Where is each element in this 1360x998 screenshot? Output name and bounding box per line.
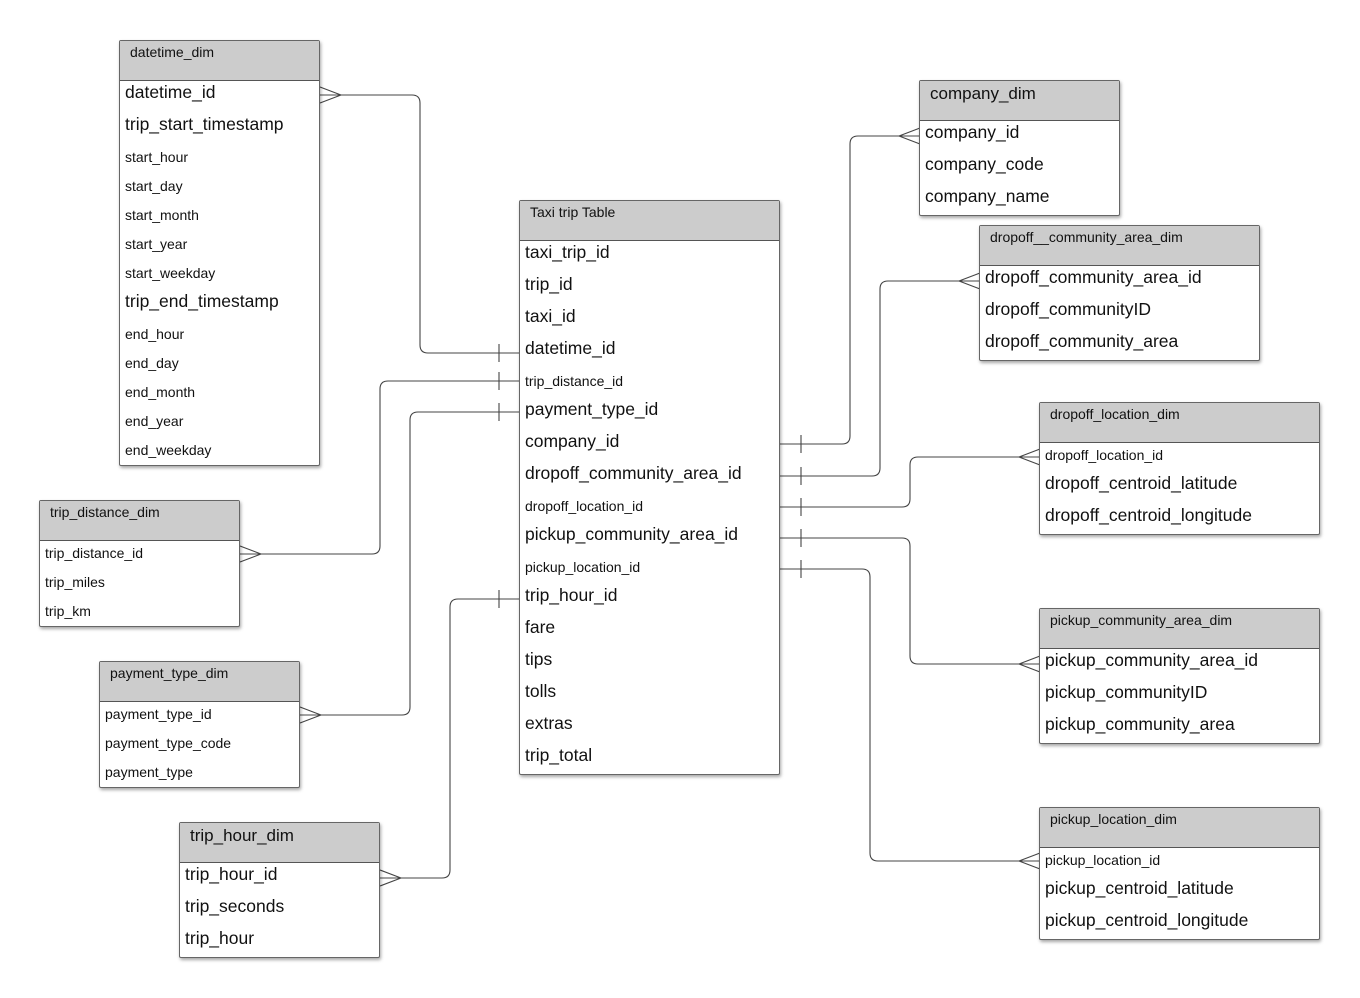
field-tips: tips [525, 649, 553, 669]
field-dropoff-centroid-latitude: dropoff_centroid_latitude [1045, 473, 1238, 493]
field-payment-type-code: payment_type_code [105, 735, 232, 751]
field-company-id: company_id [925, 122, 1020, 142]
field-pickup-community-area: pickup_community_area [1045, 714, 1235, 734]
field-start-hour: start_hour [125, 149, 189, 165]
field-end-month: end_month [125, 384, 196, 400]
crowfoot-pickup-location [1018, 852, 1041, 870]
field-trip-total: trip_total [525, 745, 593, 765]
dropoff-community-area-dim-header: dropoff__community_area_dim [980, 226, 1259, 266]
field-trip-hour-id: trip_hour_id [185, 864, 278, 884]
field-end-year: end_year [125, 413, 184, 429]
link-pickup-location [780, 568, 1040, 862]
crowfoot-dropoff-community [958, 272, 981, 290]
pickup-community-area-dim-table[interactable]: pickup_community_area_dim pickup_communi… [1039, 608, 1320, 744]
field-taxi-id: taxi_id [525, 306, 576, 326]
link-dropoff-community [780, 280, 980, 477]
link-trip-hour [380, 598, 520, 879]
field-trip-hour-id-fk: trip_hour_id [525, 585, 618, 605]
field-end-weekday: end_weekday [125, 442, 212, 458]
field-dropoff-community-id: dropoff_communityID [985, 299, 1152, 319]
field-end-day: end_day [125, 355, 179, 371]
pickup-location-dim-header: pickup_location_dim [1040, 808, 1319, 848]
link-trip-distance [240, 380, 520, 555]
datetime-dim-table[interactable]: datetime_dim datetime_id trip_start_time… [119, 40, 320, 466]
crowfoot-dropoff-location [1018, 448, 1041, 466]
field-trip-miles: trip_miles [45, 574, 105, 590]
crowfoot-trip-distance [239, 545, 262, 563]
trip-hour-dim-header: trip_hour_dim [180, 823, 379, 863]
field-end-hour: end_hour [125, 326, 185, 342]
field-start-weekday: start_weekday [125, 265, 216, 281]
payment-type-dim-table[interactable]: payment_type_dim payment_type_id payment… [99, 661, 300, 788]
field-pickup-community-area-id-fk: pickup_community_area_id [525, 524, 739, 544]
field-trip-seconds: trip_seconds [185, 896, 285, 916]
field-dropoff-community-area: dropoff_community_area [985, 331, 1179, 351]
link-pickup-community [780, 537, 1040, 665]
field-dropoff-location-id: dropoff_location_id [1045, 447, 1164, 463]
payment-type-dim-header: payment_type_dim [100, 662, 299, 702]
field-datetime-id: datetime_id [125, 82, 216, 102]
field-dropoff-community-area-id-fk: dropoff_community_area_id [525, 463, 742, 483]
field-dropoff-location-id-fk: dropoff_location_id [525, 498, 644, 514]
dropoff-community-area-dim-table[interactable]: dropoff__community_area_dim dropoff_comm… [979, 225, 1260, 361]
crowfoot-company [898, 127, 921, 145]
trip-distance-dim-header: trip_distance_dim [40, 501, 239, 541]
company-dim-table[interactable]: company_dim company_id company_code comp… [919, 80, 1120, 216]
field-start-year: start_year [125, 236, 188, 252]
crowfoot-datetime [319, 86, 342, 104]
field-pickup-community-area-id: pickup_community_area_id [1045, 650, 1259, 670]
dropoff-location-dim-table[interactable]: dropoff_location_dim dropoff_location_id… [1039, 402, 1320, 535]
dropoff-location-dim-header: dropoff_location_dim [1040, 403, 1319, 443]
field-pickup-location-id: pickup_location_id [1045, 852, 1161, 868]
field-datetime-id-fk: datetime_id [525, 338, 616, 358]
field-company-id-fk: company_id [525, 431, 620, 451]
company-dim-header: company_dim [920, 81, 1119, 121]
field-pickup-centroid-longitude: pickup_centroid_longitude [1045, 910, 1249, 930]
link-company [780, 135, 920, 445]
link-datetime [320, 94, 520, 354]
field-tolls: tolls [525, 681, 557, 701]
taxi-trip-table[interactable]: Taxi trip Table taxi_trip_id trip_id tax… [519, 200, 780, 775]
pickup-community-area-dim-header: pickup_community_area_dim [1040, 609, 1319, 649]
field-trip-start-timestamp: trip_start_timestamp [125, 114, 284, 134]
field-trip-distance-id: trip_distance_id [45, 545, 144, 561]
field-dropoff-community-area-id: dropoff_community_area_id [985, 267, 1202, 287]
link-dropoff-location [780, 456, 1040, 508]
field-trip-id: trip_id [525, 274, 573, 294]
trip-distance-dim-table[interactable]: trip_distance_dim trip_distance_id trip_… [39, 500, 240, 627]
link-payment-type [300, 411, 520, 716]
field-dropoff-centroid-longitude: dropoff_centroid_longitude [1045, 505, 1252, 525]
field-company-code: company_code [925, 154, 1044, 174]
field-payment-type: payment_type [105, 764, 193, 780]
crowfoot-payment-type [299, 706, 322, 724]
field-trip-end-timestamp: trip_end_timestamp [125, 291, 279, 311]
field-trip-hour: trip_hour [185, 928, 255, 948]
field-extras: extras [525, 713, 573, 733]
field-trip-km: trip_km [45, 603, 91, 619]
field-payment-type-id-fk: payment_type_id [525, 399, 659, 419]
field-pickup-location-id-fk: pickup_location_id [525, 559, 641, 575]
field-payment-type-id: payment_type_id [105, 706, 212, 722]
field-company-name: company_name [925, 186, 1050, 206]
field-fare: fare [525, 617, 556, 637]
pickup-location-dim-table[interactable]: pickup_location_dim pickup_location_id p… [1039, 807, 1320, 940]
field-start-day: start_day [125, 178, 183, 194]
field-trip-distance-id-fk: trip_distance_id [525, 373, 624, 389]
crowfoot-trip-hour [379, 869, 402, 887]
trip-hour-dim-table[interactable]: trip_hour_dim trip_hour_id trip_seconds … [179, 822, 380, 958]
field-pickup-community-id: pickup_communityID [1045, 682, 1208, 702]
crowfoot-pickup-community [1018, 655, 1041, 673]
field-pickup-centroid-latitude: pickup_centroid_latitude [1045, 878, 1234, 898]
field-start-month: start_month [125, 207, 199, 223]
datetime-dim-header: datetime_dim [120, 41, 319, 81]
field-taxi-trip-id: taxi_trip_id [525, 242, 610, 262]
taxi-trip-header: Taxi trip Table [520, 201, 779, 241]
